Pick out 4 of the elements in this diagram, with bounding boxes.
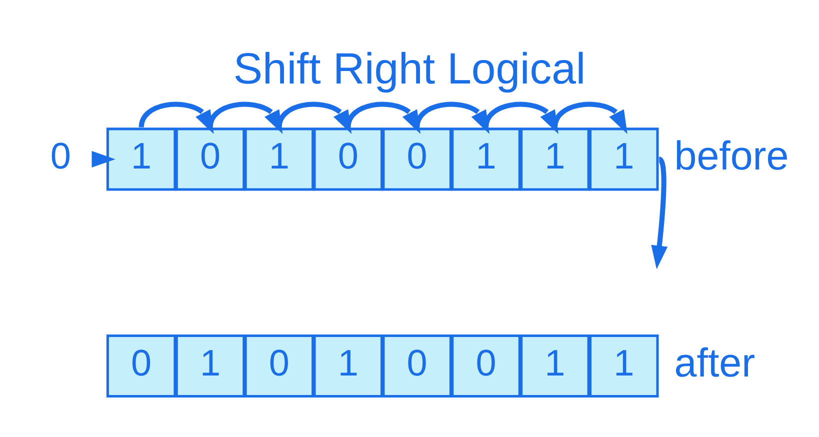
node-text: 0: [50, 135, 71, 176]
label: before: [674, 132, 789, 178]
diagram-title: Shift Right Logical: [233, 44, 586, 93]
label: after: [674, 338, 756, 385]
